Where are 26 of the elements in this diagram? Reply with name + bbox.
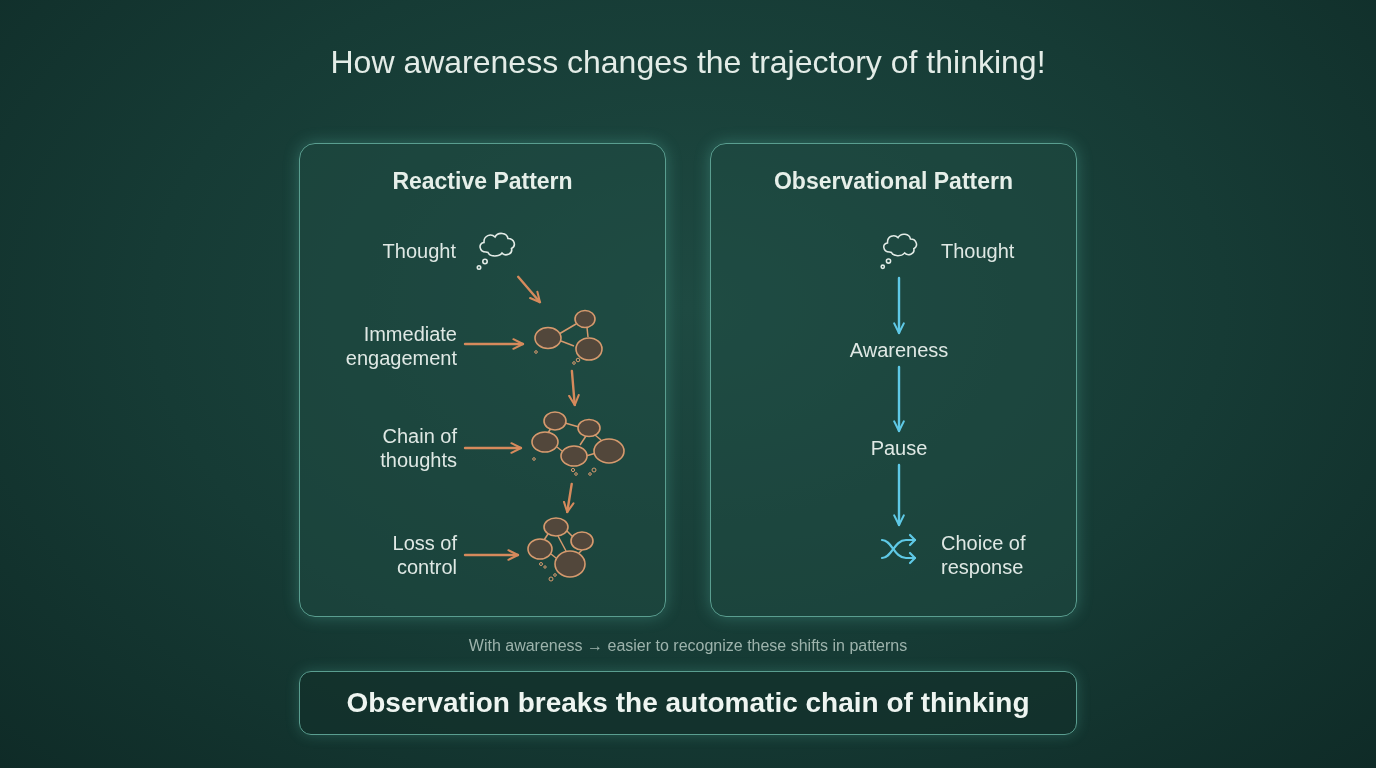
arrow [568,369,580,407]
arrow [893,276,905,335]
thought-cluster-icon [529,410,627,479]
arrow [893,365,905,433]
diagram-title: How awareness changes the trajectory of thinking! [330,43,1046,82]
arrow [463,549,520,561]
step-label: Immediate engagement [341,322,457,370]
arrow [893,463,905,527]
step-label: Loss of control [387,531,457,579]
arrow [562,482,575,514]
step-label: Pause [870,436,928,460]
step-label: Thought [382,239,456,263]
footnote-text: With awareness → easier to recognize these shifts in patterns [468,636,908,656]
summary-banner: Observation breaks the automatic chain of thinking [299,671,1077,735]
step-label: Choice of response [941,531,1027,579]
step-label: Chain of thoughts [375,424,457,472]
pattern-panel [710,143,1077,617]
arrow [463,338,525,350]
step-label: Thought [941,239,1015,263]
pattern-panel [299,143,666,617]
panel-title: Reactive Pattern [392,167,573,196]
thought-cluster-icon [526,517,596,585]
panel-title: Observational Pattern [774,167,1013,196]
step-label: Awareness [849,338,949,362]
arrow [516,275,542,304]
arrow [463,442,523,454]
